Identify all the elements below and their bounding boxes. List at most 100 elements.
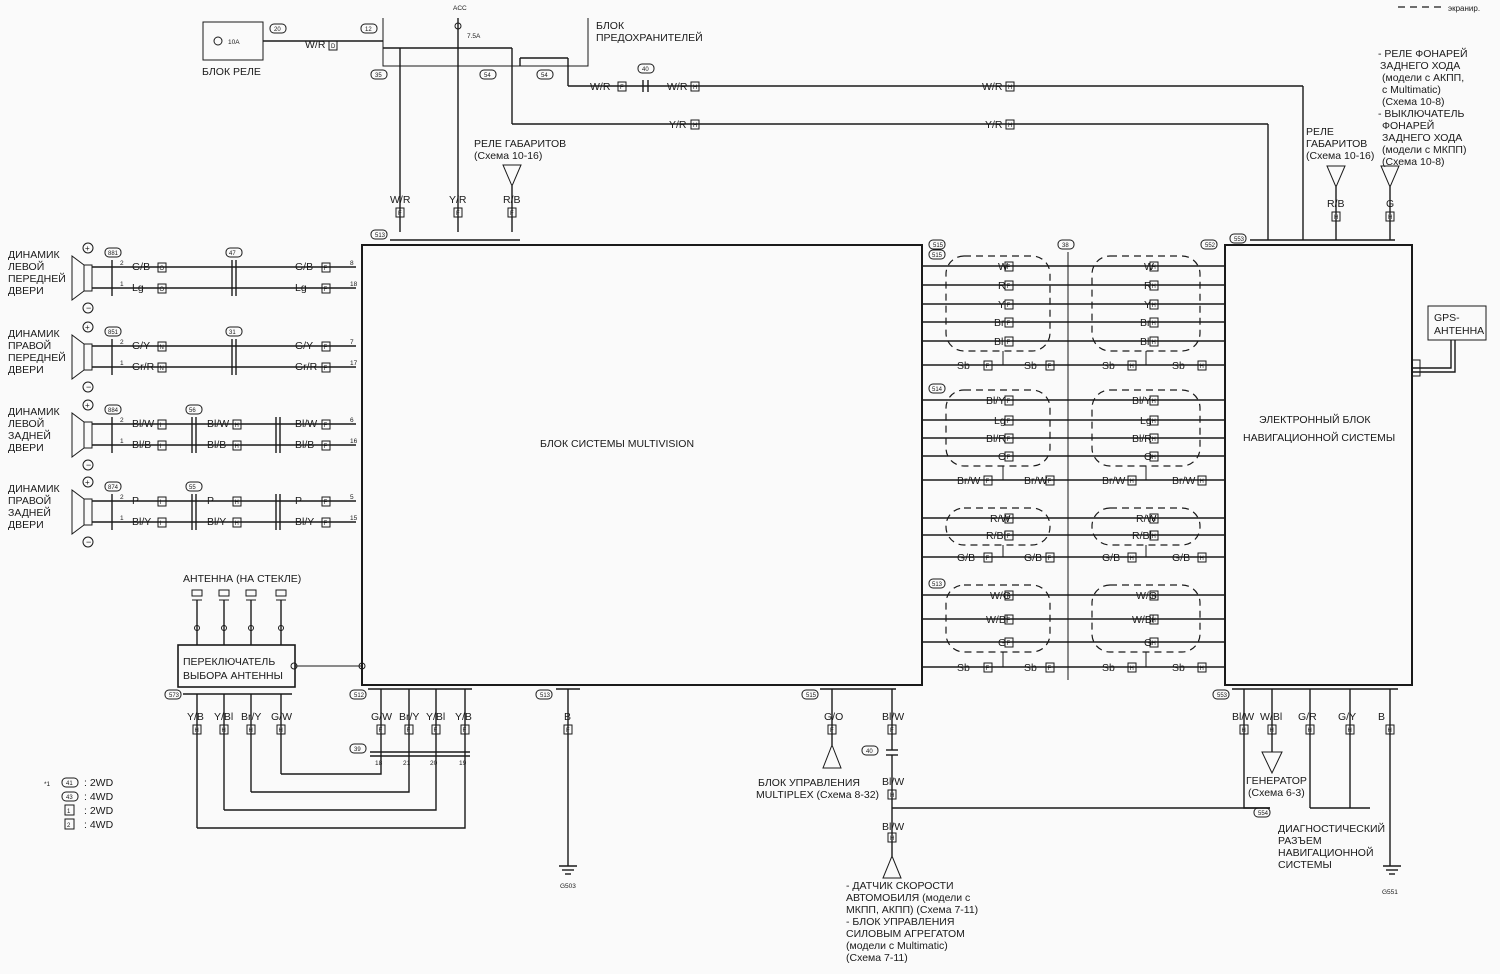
speaker-label: ПРАВОЙ [8, 494, 51, 507]
wire-code: O [998, 451, 1006, 463]
svg-text:20: 20 [274, 27, 281, 33]
connector-id [104, 481, 122, 492]
connector-number: 874 [108, 485, 119, 491]
minus-icon [82, 302, 94, 314]
svg-text:H: H [1334, 215, 1338, 221]
wire-tag [1149, 433, 1159, 444]
svg-text:+: + [85, 244, 90, 253]
wire-tag-letter: F [1007, 455, 1011, 461]
svg-text:39: 39 [354, 747, 361, 753]
svg-text:H: H [693, 85, 697, 91]
wire-code: Sb [957, 360, 970, 372]
wire-tag-letter: I [160, 521, 162, 527]
connector-id [928, 249, 946, 260]
wire-tag [157, 517, 167, 528]
pin-number: 8 [350, 260, 354, 267]
svg-text:- БЛОК УПРАВЛЕНИЯ: - БЛОК УПРАВЛЕНИЯ [846, 916, 954, 928]
wire-code: G/Y [1338, 711, 1356, 723]
speaker-label: ДВЕРИ [8, 285, 44, 297]
wire-tag-letter: H [235, 500, 239, 506]
wire-code: P [295, 495, 302, 507]
connector-id [104, 247, 122, 258]
pin-number: 21 [403, 760, 411, 767]
wire-code: R [998, 280, 1006, 292]
connector-id [104, 326, 122, 337]
wire-tag [246, 724, 256, 735]
wire-tag-letter: H [1152, 399, 1156, 405]
wire-tag-letter: H [1200, 479, 1204, 485]
speaker-label: ДВЕРИ [8, 442, 44, 454]
mv-ground: 513 B F G503 [535, 688, 580, 890]
wire-tag-letter: H [1152, 594, 1156, 600]
wire-code: Bl/B [207, 439, 226, 451]
wire-tag [1004, 299, 1014, 310]
wire-code: G/W [371, 711, 392, 723]
antenna-switch [177, 644, 296, 688]
speaker-label: ЗАДНЕЙ [8, 429, 51, 442]
wire-code: Lg [994, 415, 1006, 427]
svg-text:GPS-: GPS- [1434, 312, 1460, 324]
wire-tag [192, 724, 202, 735]
wire-tag-letter: F [1048, 364, 1052, 370]
speaker-label: ДИНАМИК [8, 406, 61, 418]
svg-text:MULTIPLEX (Схема 8-32): MULTIPLEX (Схема 8-32) [756, 789, 879, 801]
connector-number: 55 [189, 485, 196, 491]
pin-number: 7 [350, 339, 354, 346]
svg-text:(модели с АКПП,: (модели с АКПП, [1382, 72, 1464, 84]
wire-tag-letter: H [1200, 556, 1204, 562]
svg-text:(Схема 6-3): (Схема 6-3) [1248, 787, 1305, 799]
wire-code: Br/W [1102, 475, 1125, 487]
wire-tag [157, 362, 167, 373]
wire-tag [157, 496, 167, 507]
nav-bottom-wiring: 553 ГЕНЕРАТОР (Схема 6-3) 554 ДИАГНОСТИЧ… [1212, 688, 1401, 896]
svg-text:+: + [85, 478, 90, 487]
svg-text:Bl/W: Bl/W [882, 821, 904, 833]
svg-text:Bl/W: Bl/W [882, 711, 904, 723]
wire-tag-letter: H [1152, 618, 1156, 624]
wire-tag-letter: F [986, 479, 990, 485]
wire-code: Br [994, 317, 1005, 329]
svg-text:553: 553 [1217, 693, 1228, 699]
wire-code: Br/W [1024, 475, 1047, 487]
wire-tag-letter: H [279, 728, 283, 734]
wire-tag-letter: H [1152, 284, 1156, 290]
speaker-label: ЛЕВОЙ [8, 417, 44, 430]
wire-code: Sb [957, 662, 970, 674]
wire-tag [321, 419, 331, 430]
relay-gab-right: РЕЛЕ ГАБАРИТОВ (Схема 10-16) R/B H [1306, 126, 1374, 240]
wire-code: G/Y [295, 340, 313, 352]
wire-tag-letter: H [1130, 666, 1134, 672]
wire-tag [1004, 336, 1014, 347]
svg-text:(Схема 7-11): (Схема 7-11) [846, 952, 908, 964]
svg-text:513: 513 [375, 233, 386, 239]
svg-text:35: 35 [375, 73, 382, 79]
wire-tag-letter: H [222, 728, 226, 734]
wire-code: B [1378, 711, 1385, 723]
wire-tag-letter: H [1152, 340, 1156, 346]
speaker-label: ЗАДНЕЙ [8, 506, 51, 519]
wire-tag-letter: I [160, 444, 162, 450]
svg-text:+: + [85, 323, 90, 332]
svg-text:40: 40 [642, 67, 649, 73]
svg-text:РАЗЪЕМ: РАЗЪЕМ [1278, 835, 1322, 847]
wire-tag-letter: I [160, 423, 162, 429]
connector-id [104, 404, 122, 415]
wire-tag [1004, 280, 1014, 291]
wire-code: Br/W [957, 475, 980, 487]
svg-text:1: 1 [120, 360, 124, 367]
svg-text:W/R: W/R [590, 81, 611, 93]
wire-code: Y/Bl [214, 711, 233, 723]
svg-text:ПЕРЕКЛЮЧАТЕЛЬ: ПЕРЕКЛЮЧАТЕЛЬ [183, 656, 275, 668]
wire-code: W/G [990, 590, 1011, 602]
wire-tag-letter: F [1007, 437, 1011, 443]
legend-text: : 4WD [84, 819, 114, 831]
svg-text:F: F [398, 211, 402, 217]
wire-tag [232, 496, 242, 507]
svg-text:БЛОК: БЛОК [596, 20, 625, 32]
legend-symbol: 1 [67, 809, 71, 815]
